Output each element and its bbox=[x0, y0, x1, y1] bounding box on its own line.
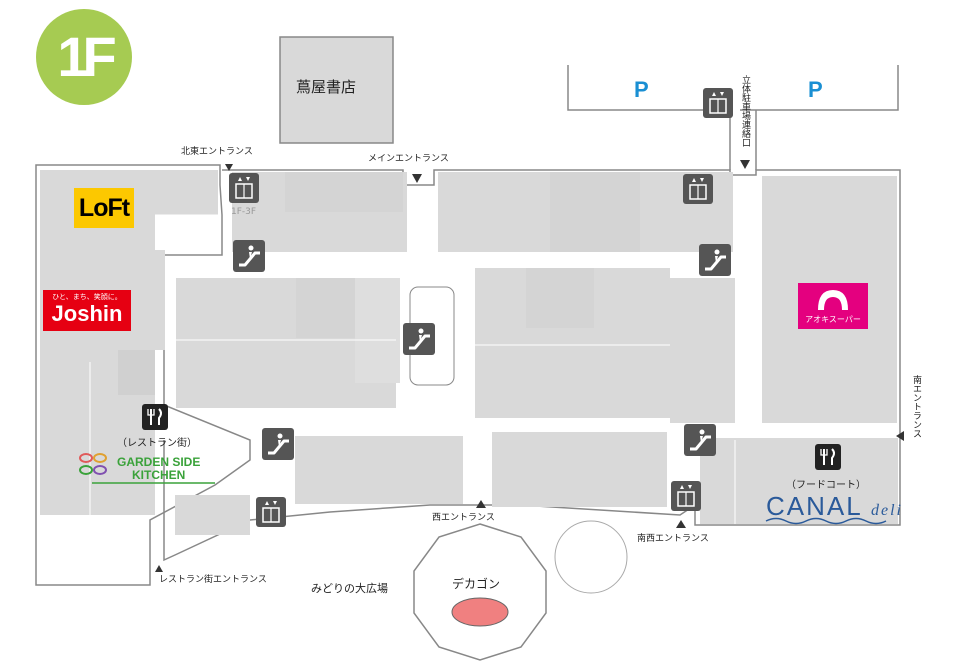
store-loft[interactable]: LoFt bbox=[74, 188, 134, 228]
garden-side-line2: KITCHEN bbox=[132, 468, 186, 482]
entrance-south-west[interactable]: 南西エントランス bbox=[637, 534, 709, 544]
escalator-icon[interactable] bbox=[682, 422, 718, 458]
restaurant-icon bbox=[814, 443, 842, 471]
elevator-icon[interactable] bbox=[228, 172, 260, 204]
floor-label: 1F bbox=[57, 25, 116, 88]
entrance-main[interactable]: メインエントランス bbox=[368, 154, 449, 164]
store-joshin[interactable]: ひと、まち、笑顔に。 Joshin bbox=[43, 290, 131, 331]
store-loft-name: LoFt bbox=[78, 194, 130, 222]
plaza-circle bbox=[554, 520, 628, 594]
elevator-icon[interactable] bbox=[670, 480, 702, 512]
escalator-icon[interactable] bbox=[697, 242, 733, 278]
elevator-icon[interactable] bbox=[682, 173, 714, 205]
entrance-west[interactable]: 西エントランス bbox=[432, 513, 495, 523]
decagon-label[interactable]: デカゴン bbox=[452, 577, 501, 591]
store-joshin-tagline: ひと、まち、笑顔に。 bbox=[52, 293, 122, 301]
entrance-south[interactable]: 南エントランス bbox=[911, 375, 921, 438]
entrance-restaurant-street[interactable]: レストラン街エントランス bbox=[159, 575, 267, 585]
parking-area bbox=[567, 65, 899, 170]
garden-side-line1: GARDEN SIDE bbox=[117, 455, 201, 469]
canal-deli-logo-icon bbox=[765, 517, 887, 525]
store-joshin-name: Joshin bbox=[51, 301, 123, 326]
zone-food-court: （フードコート） bbox=[786, 480, 866, 491]
central-wing bbox=[163, 169, 901, 562]
elevator-floor-range: 1F-3F bbox=[231, 207, 257, 217]
store-canal-deli[interactable]: CANAL deli bbox=[766, 491, 903, 522]
elevator-icon[interactable] bbox=[255, 496, 287, 528]
decagon-structure[interactable] bbox=[413, 523, 547, 661]
store-aoki-super-name: アオキスーパー bbox=[805, 315, 861, 324]
garden-side-logo-icon bbox=[79, 453, 215, 484]
escalator-icon[interactable] bbox=[401, 321, 437, 357]
bookstore-label[interactable]: 蔦屋書店 bbox=[296, 78, 357, 96]
canal-main: CANAL bbox=[766, 491, 862, 521]
elevator-icon[interactable] bbox=[702, 87, 734, 119]
floor-badge: 1F bbox=[36, 9, 132, 105]
entrance-arrow-icon bbox=[155, 160, 904, 572]
parking-label-right: P bbox=[808, 77, 823, 102]
parking-label-left: P bbox=[634, 77, 649, 102]
entrance-east-parking[interactable]: 立体駐車場連絡口 bbox=[740, 75, 750, 147]
entrance-north-east[interactable]: 北東エントランス bbox=[181, 147, 253, 157]
escalator-icon[interactable] bbox=[260, 426, 296, 462]
zone-restaurant-street: （レストラン街） bbox=[117, 438, 197, 449]
store-aoki-super[interactable]: アオキスーパー bbox=[798, 283, 868, 329]
aoki-logo-icon bbox=[798, 283, 868, 329]
plaza-label: みどりの大広場 bbox=[311, 582, 388, 595]
escalator-icon[interactable] bbox=[231, 238, 267, 274]
canal-sub: deli bbox=[870, 502, 903, 519]
bookstore-block[interactable] bbox=[279, 36, 394, 144]
restaurant-icon bbox=[141, 403, 169, 431]
west-wing bbox=[35, 164, 251, 586]
store-garden-side-kitchen[interactable]: GARDEN SIDE KITCHEN bbox=[117, 456, 200, 482]
